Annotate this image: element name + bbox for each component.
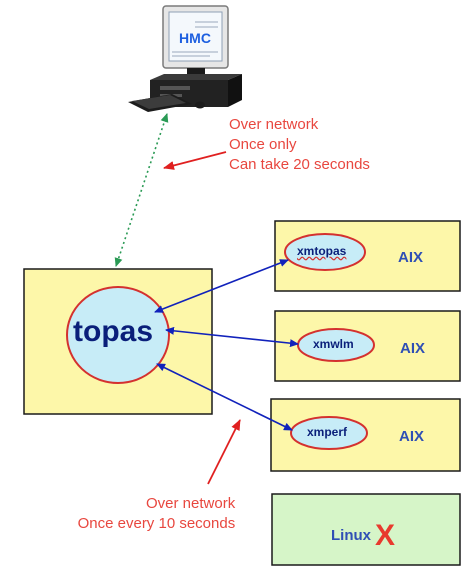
aix-label-1: AIX bbox=[398, 249, 424, 266]
linux-x-mark: X bbox=[375, 519, 396, 552]
aix-label-2: AIX bbox=[400, 340, 426, 357]
xmperf-ellipse bbox=[290, 416, 368, 450]
link-hmc-topas bbox=[114, 113, 169, 267]
hmc-computer-icon bbox=[128, 5, 242, 112]
topas-label: topas bbox=[73, 315, 154, 348]
note-hmc-line-1: Over network bbox=[229, 116, 319, 133]
xmtopas-ellipse bbox=[284, 233, 366, 271]
arrow-topas-xmtopas bbox=[154, 259, 289, 313]
arrow-topas-xmperf bbox=[156, 363, 293, 431]
note-aix-line-2: Once every 10 seconds bbox=[77, 515, 236, 532]
xmperf-label: xmperf bbox=[307, 425, 348, 439]
note-hmc-line-3: Can take 20 seconds bbox=[229, 156, 370, 173]
aix-label-3: AIX bbox=[399, 428, 425, 445]
arrow-topas-xmwlm bbox=[165, 326, 299, 348]
hmc-label: HMC bbox=[179, 30, 211, 46]
note-hmc-line-2: Once only bbox=[229, 136, 297, 153]
linux-box bbox=[271, 493, 461, 566]
note-aix-line-1: Over network bbox=[146, 495, 236, 512]
linux-os-label: Linux bbox=[331, 527, 371, 544]
xmwlm-label: xmwlm bbox=[313, 337, 354, 351]
xmtopas-label: xmtopas bbox=[297, 244, 347, 258]
note-aix-network: Over network Once every 10 seconds bbox=[66, 494, 236, 534]
note-hmc-network: Over network Once only Can take 20 secon… bbox=[229, 115, 370, 175]
note-hmc-pointer bbox=[163, 151, 227, 170]
note-aix-pointer bbox=[207, 419, 241, 485]
